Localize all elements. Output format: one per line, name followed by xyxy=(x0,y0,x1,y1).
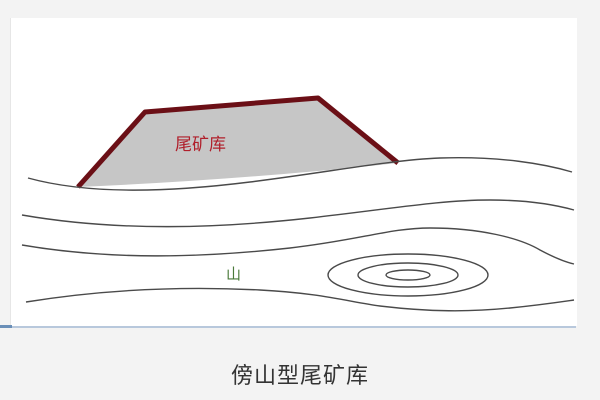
peak-contour-inner xyxy=(385,269,431,281)
peak-contour-outer xyxy=(327,253,489,297)
figure-caption: 傍山型尾矿库 xyxy=(230,364,369,389)
contour-line-1 xyxy=(27,157,573,191)
tailings-pond-label: 尾矿库 xyxy=(175,135,226,155)
left-tick-mark xyxy=(0,325,12,328)
contour-line-4 xyxy=(25,287,575,312)
mountain-label: 山 xyxy=(226,265,242,283)
peak-contour-middle xyxy=(357,262,459,288)
tailings-dam-outline xyxy=(76,95,400,189)
panel-bottom-rule xyxy=(0,326,576,328)
contour-line-2 xyxy=(21,199,575,228)
tailings-pond-area xyxy=(78,98,398,187)
contour-line-3 xyxy=(21,227,575,265)
